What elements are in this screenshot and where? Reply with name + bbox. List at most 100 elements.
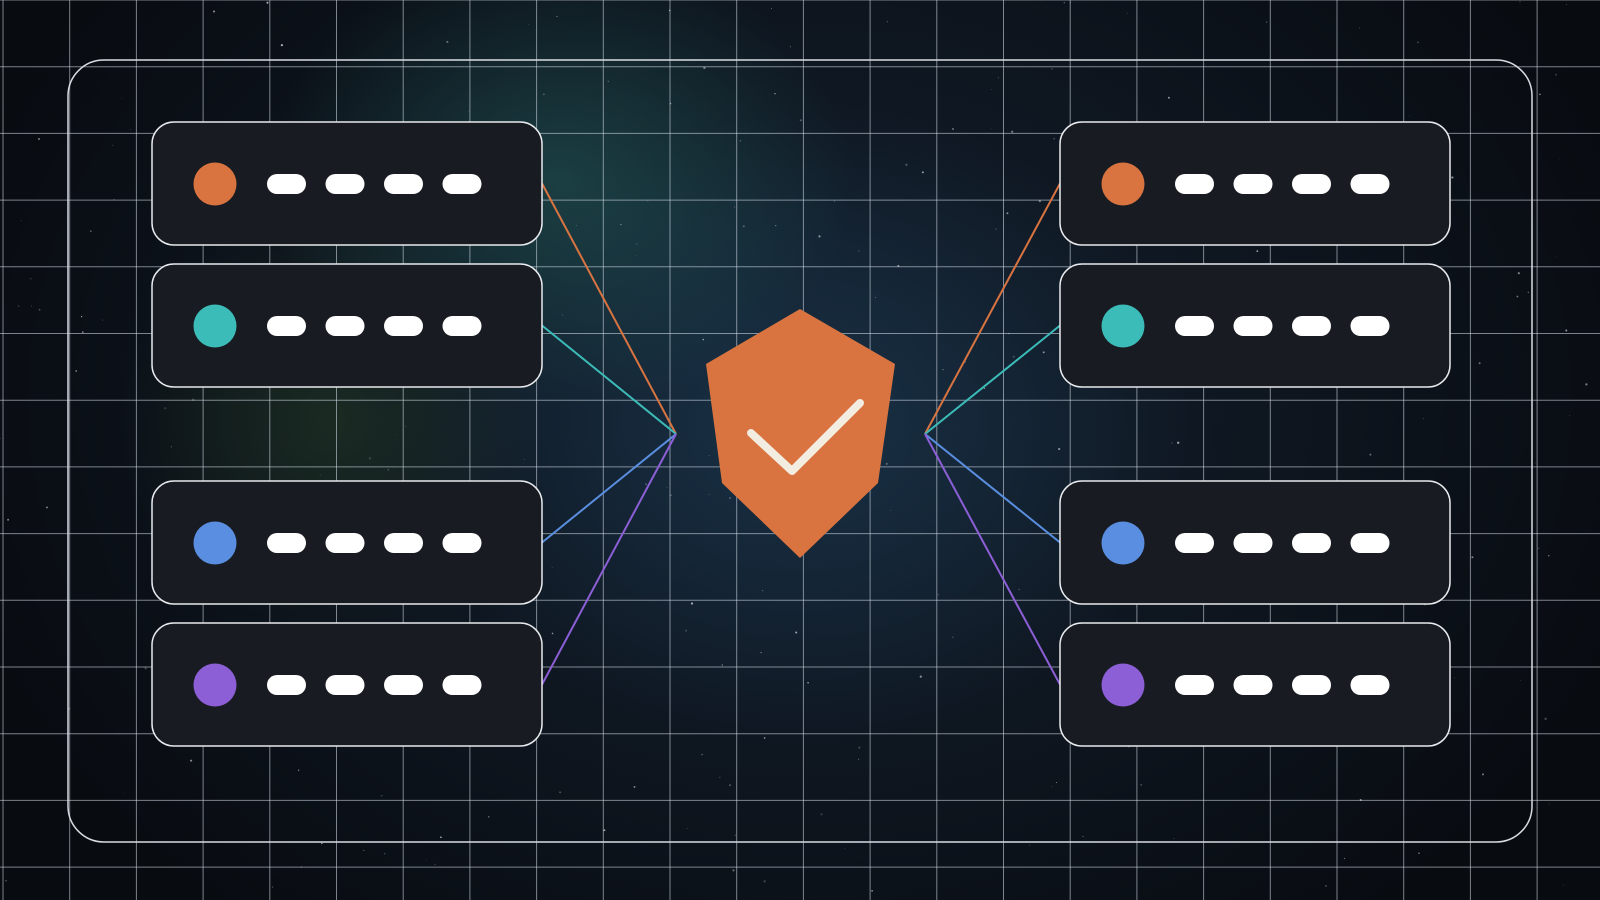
star	[551, 567, 553, 568]
star	[575, 225, 578, 227]
star	[384, 853, 386, 855]
star	[844, 848, 846, 850]
left-server-card	[151, 622, 543, 747]
star	[1569, 415, 1571, 417]
status-dot-icon	[193, 663, 237, 707]
star	[761, 589, 764, 592]
star	[1053, 137, 1056, 140]
star	[405, 426, 407, 428]
status-dot-icon	[1101, 162, 1145, 206]
left-server-card	[151, 480, 543, 605]
right-server-stack	[1059, 121, 1451, 747]
star	[742, 225, 745, 228]
star	[381, 794, 383, 797]
star	[771, 7, 772, 9]
left-server-card	[151, 121, 543, 246]
star	[1140, 784, 1142, 786]
server-indicator-dash	[1350, 174, 1390, 194]
status-dot-icon	[1101, 304, 1145, 348]
star	[603, 829, 606, 832]
connector-line	[924, 324, 1061, 435]
star	[38, 138, 40, 140]
star	[1516, 295, 1519, 298]
star	[1544, 717, 1547, 720]
star	[1058, 447, 1061, 451]
star	[666, 487, 668, 489]
star	[387, 468, 390, 471]
connector-line	[541, 324, 677, 435]
star	[1409, 115, 1410, 117]
server-indicator-dash	[384, 533, 423, 553]
status-dot-icon	[1101, 663, 1145, 707]
star	[280, 43, 284, 47]
star	[1265, 21, 1268, 23]
star	[528, 24, 530, 26]
right-server-card	[1059, 263, 1451, 388]
server-indicator-dash	[1292, 316, 1331, 336]
star	[942, 369, 944, 371]
star	[556, 15, 558, 18]
star	[807, 681, 809, 684]
star	[1012, 355, 1015, 358]
connector-lines	[541, 183, 1061, 685]
server-indicator-dash	[1233, 316, 1273, 336]
connector-line	[924, 183, 1061, 435]
star	[763, 737, 766, 739]
star	[470, 898, 472, 900]
star	[1256, 250, 1259, 253]
star	[1359, 27, 1360, 29]
star	[1042, 351, 1045, 354]
server-indicator-dash	[1292, 174, 1331, 194]
shield-body	[706, 309, 895, 558]
star	[30, 305, 32, 307]
star	[795, 631, 798, 634]
star	[144, 667, 147, 670]
star	[728, 496, 732, 500]
star	[975, 345, 977, 347]
star	[440, 836, 442, 839]
star	[685, 629, 688, 632]
star	[190, 759, 193, 762]
left-server-stack	[151, 121, 543, 747]
star	[905, 163, 908, 166]
star	[734, 834, 737, 837]
star	[1454, 677, 1456, 679]
star	[833, 200, 835, 202]
star	[885, 462, 888, 465]
star	[559, 791, 562, 794]
star	[921, 171, 924, 174]
star	[820, 813, 823, 816]
star	[818, 235, 821, 238]
star	[1565, 329, 1568, 332]
server-indicator-dash	[325, 316, 365, 336]
server-indicator-dash	[384, 174, 423, 194]
star	[434, 863, 436, 866]
star	[1055, 782, 1058, 784]
star	[396, 434, 398, 435]
star	[1029, 844, 1030, 846]
star	[645, 483, 647, 485]
star	[995, 228, 997, 230]
star	[5, 879, 7, 882]
star	[1051, 786, 1053, 788]
star	[542, 93, 545, 96]
star	[0, 437, 1, 440]
star	[121, 98, 123, 100]
server-indicator-dash	[1350, 316, 1390, 336]
star	[990, 127, 992, 129]
checkmark-icon	[747, 399, 864, 475]
star	[775, 224, 777, 227]
star	[1548, 803, 1550, 805]
star	[82, 331, 84, 333]
star	[774, 92, 776, 95]
star	[919, 675, 922, 678]
status-dot-icon	[1101, 521, 1145, 565]
star	[1324, 885, 1327, 887]
server-indicator-dash	[1233, 675, 1273, 695]
shield-check-icon	[706, 309, 895, 558]
star	[1006, 212, 1009, 215]
star	[75, 370, 78, 372]
star	[1519, 680, 1521, 681]
star	[799, 119, 803, 122]
star	[1527, 291, 1529, 294]
